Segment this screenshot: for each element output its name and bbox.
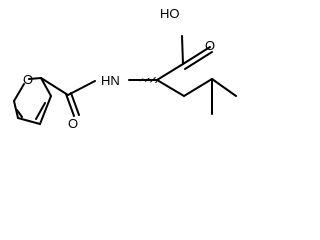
amide-nh-label: HN xyxy=(101,73,120,88)
furan-bond-c2-c3 xyxy=(40,77,52,97)
bond-carboxyl-carbon-to-oh xyxy=(181,35,184,65)
amide-group xyxy=(40,77,158,117)
furan-bond-c3-c4 xyxy=(39,95,52,125)
furan-bond-o-c2 xyxy=(28,77,42,80)
furan-bond-c5-c5b xyxy=(13,100,19,119)
bond-alpha-to-ch2 xyxy=(156,79,185,97)
isobutyl-side-chain xyxy=(156,78,237,115)
chemical-structure: HO O HN O O xyxy=(13,6,237,131)
stereo-hashed-wedge xyxy=(129,77,157,83)
carboxylic-acid-group xyxy=(156,35,213,81)
carboxyl-double-bond-a xyxy=(182,46,211,65)
carboxyl-double-bond-b xyxy=(184,51,213,70)
amide-carbonyl-bond-b xyxy=(70,92,80,116)
bond-carbonyl-carbon-to-nh xyxy=(67,80,96,96)
furan-oxygen-label: O xyxy=(23,72,33,87)
amide-carbonyl-oxygen-label: O xyxy=(68,116,78,131)
furan-double-bond-c4-c5 xyxy=(16,109,23,118)
amide-carbonyl-bond-a xyxy=(65,93,75,117)
furan-double-bond-c3-c4 xyxy=(35,102,46,120)
furan-bond-c4-c5 xyxy=(17,117,41,125)
furan-bond-o-c5 xyxy=(13,83,25,102)
furan-ring xyxy=(13,77,52,125)
bond-ch2-to-ch xyxy=(183,78,213,97)
bond-furan-to-carbonyl-carbon xyxy=(40,77,69,96)
structure-canvas: HO O HN O O xyxy=(13,6,237,131)
bond-alpha-to-carboxyl-carbon xyxy=(156,63,184,81)
acid-hydroxyl-label: HO xyxy=(160,6,180,21)
acid-carbonyl-oxygen-label: O xyxy=(205,38,215,53)
bond-ch-to-methyl-a xyxy=(211,78,237,97)
